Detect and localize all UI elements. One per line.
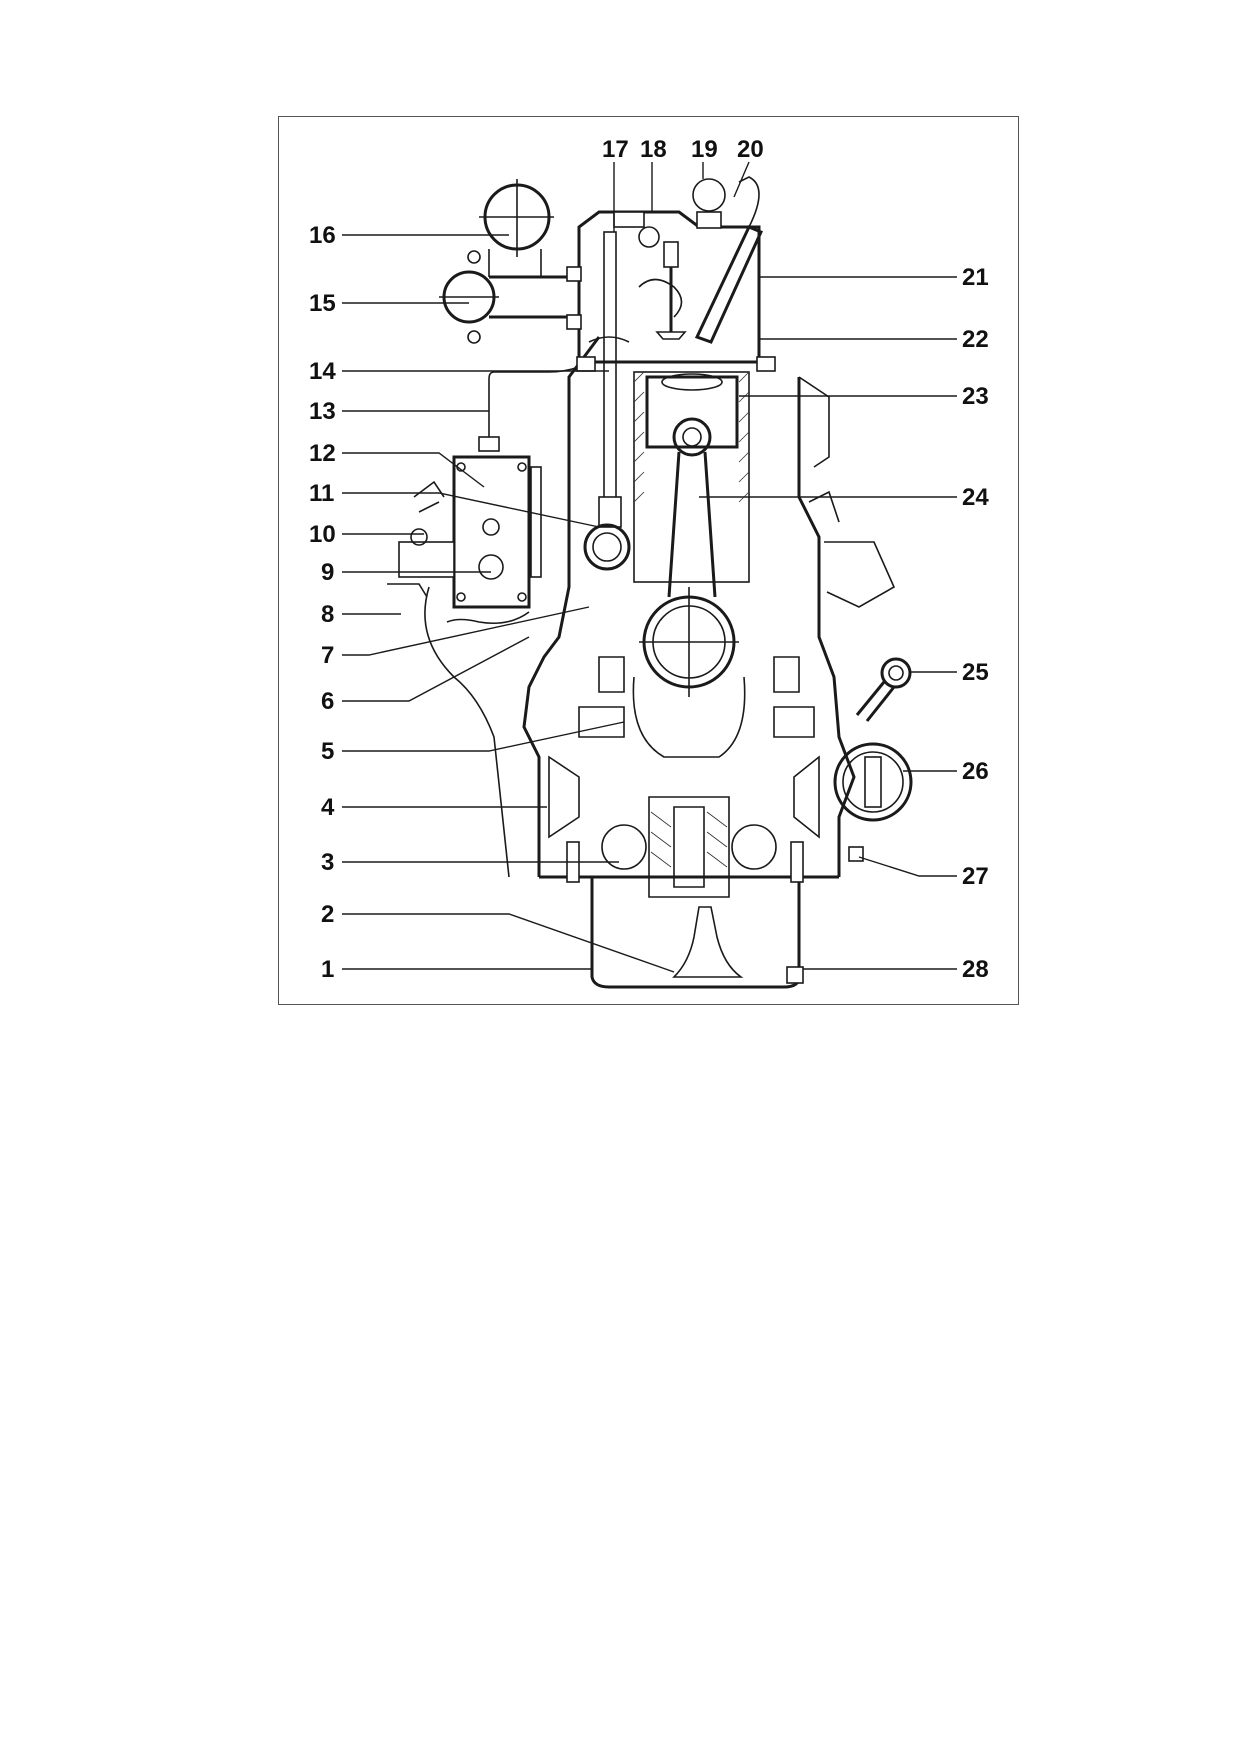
callout-number: 8 [321, 601, 334, 628]
callout-number: 11 [309, 480, 334, 507]
callout-14: 14 [309, 358, 609, 385]
callout-number: 1 [321, 956, 334, 983]
callout-number: 18 [640, 136, 667, 163]
crankcase [522, 336, 856, 879]
callout-number: 2 [321, 901, 334, 928]
callout-number: 17 [602, 136, 629, 163]
callout-8: 8 [321, 601, 401, 628]
callout-24: 24 [699, 484, 989, 511]
callout-1: 1 [321, 956, 592, 983]
callout-4: 4 [321, 794, 547, 821]
crankshaft [601, 587, 777, 898]
callout-number: 27 [962, 863, 989, 890]
manifolds [439, 179, 582, 344]
callout-number: 14 [309, 358, 336, 385]
callout-2: 2 [321, 901, 675, 973]
callout-number: 9 [321, 559, 334, 586]
oil-sump [590, 877, 804, 989]
injector [692, 176, 764, 344]
engine-cross-section-diagram: 16 15 14 13 12 11 [309, 136, 989, 989]
callout-number: 6 [321, 688, 334, 715]
callout-22: 22 [759, 326, 989, 353]
callout-10: 10 [309, 521, 424, 548]
callout-20: 20 [733, 136, 764, 198]
callout-number: 22 [962, 326, 989, 353]
head-bolts [576, 211, 776, 372]
callout-number: 28 [962, 956, 989, 983]
callout-6: 6 [321, 636, 530, 715]
callout-number: 26 [962, 758, 989, 785]
callout-11: 11 [309, 480, 600, 528]
callout-number: 24 [962, 484, 989, 511]
callout-number: 7 [321, 642, 334, 669]
callout-21: 21 [759, 264, 989, 291]
cylinder-and-piston [633, 371, 750, 583]
callout-number: 19 [691, 136, 718, 163]
callout-9: 9 [321, 559, 491, 586]
engine-cross-section-figure: 16 15 14 13 12 11 [278, 116, 1019, 1005]
cylinder-head [577, 210, 761, 367]
callout-27: 27 [858, 856, 989, 890]
callout-number: 21 [962, 264, 989, 291]
callout-number: 4 [321, 794, 335, 821]
callout-number: 13 [309, 398, 336, 425]
connecting-rod [667, 417, 717, 598]
engine-drawing [387, 176, 913, 989]
callout-number: 10 [309, 521, 336, 548]
callout-12: 12 [309, 440, 485, 488]
callout-labels: 16 15 14 13 12 11 [309, 136, 989, 983]
callout-13: 13 [309, 398, 489, 425]
callout-28: 28 [803, 956, 989, 983]
callout-15: 15 [309, 290, 469, 317]
push-rod [583, 231, 631, 571]
callout-19: 19 [691, 136, 718, 179]
callout-16: 16 [309, 222, 509, 249]
injection-pump [387, 366, 580, 878]
callout-number: 25 [962, 659, 989, 686]
callout-number: 15 [309, 290, 336, 317]
callout-number: 5 [321, 738, 334, 765]
callout-26: 26 [903, 758, 989, 785]
callout-23: 23 [739, 383, 989, 410]
callout-number: 3 [321, 849, 334, 876]
callout-25: 25 [910, 659, 989, 686]
callout-3: 3 [321, 849, 619, 876]
block-right-exterior [566, 376, 913, 883]
callout-18: 18 [640, 136, 667, 212]
callout-number: 20 [737, 136, 764, 163]
callout-17: 17 [602, 136, 629, 232]
callout-number: 23 [962, 383, 989, 410]
callout-7: 7 [321, 606, 590, 669]
callout-number: 12 [309, 440, 336, 467]
callout-5: 5 [321, 721, 625, 765]
callout-number: 16 [309, 222, 336, 249]
